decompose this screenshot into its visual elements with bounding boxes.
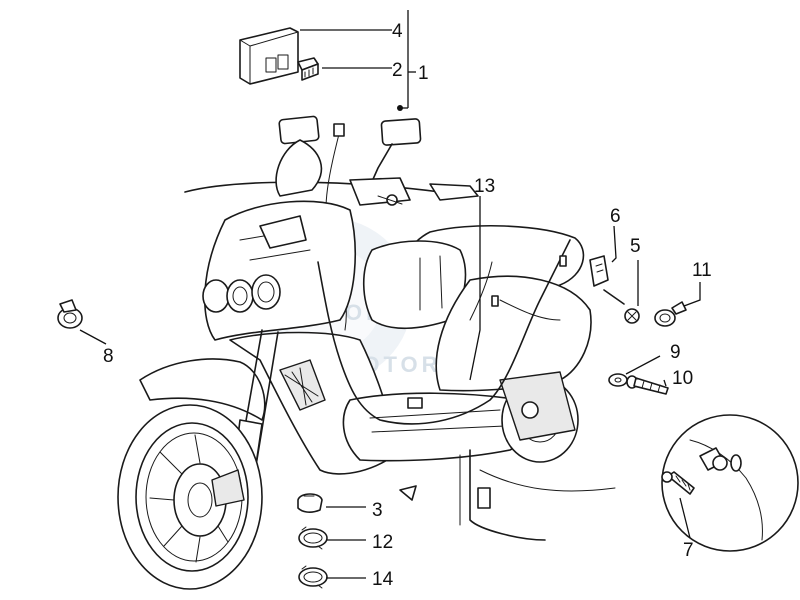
detail-view: [479, 414, 799, 552]
callout-3: 3: [372, 500, 383, 521]
right-mirror: [369, 118, 422, 187]
leader-lines: [79, 196, 701, 579]
callout-8: 8: [103, 346, 114, 367]
screw-part-7[interactable]: [661, 471, 695, 495]
scooter-illustration: [117, 115, 592, 590]
screw-part-10[interactable]: [626, 375, 669, 395]
callout-9: 9: [670, 342, 681, 363]
callout-2: 2: [392, 60, 403, 81]
clip-part-3[interactable]: [297, 493, 323, 513]
cable-tie-part-14[interactable]: [298, 565, 328, 589]
callout-4: 4: [392, 21, 403, 42]
clamp-part-8[interactable]: [57, 299, 83, 329]
callout-10: 10: [672, 368, 693, 389]
washer-part-9[interactable]: [608, 373, 628, 387]
callout-labels: 1 2 3 4 5 6 7 8 9 10 11 12 13 14: [103, 21, 712, 590]
clip-part-6[interactable]: [589, 255, 609, 287]
fuse[interactable]: [297, 57, 319, 81]
control-unit[interactable]: [239, 27, 299, 85]
callout-11: 11: [692, 260, 712, 281]
callout-5: 5: [630, 236, 641, 257]
callout-bracket: [300, 10, 416, 111]
front-wheel: [117, 404, 263, 590]
callout-14: 14: [372, 569, 394, 590]
cable-tie-part-12[interactable]: [298, 526, 328, 550]
callout-7: 7: [683, 540, 694, 561]
callout-1: 1: [418, 63, 429, 84]
callout-6: 6: [610, 206, 621, 227]
clamp-part-11[interactable]: [654, 301, 687, 327]
callout-12: 12: [372, 532, 393, 553]
callout-13: 13: [474, 176, 495, 197]
screw-part-5[interactable]: [603, 289, 640, 324]
